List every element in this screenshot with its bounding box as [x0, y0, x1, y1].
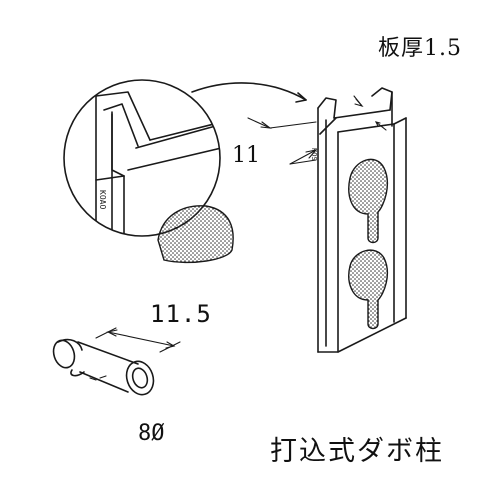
thickness-arrows: [353, 95, 387, 131]
zoom-leader-line: [191, 82, 307, 101]
dowel-length-dimension: [95, 327, 181, 353]
dowel-length-label: 11.5: [150, 300, 212, 328]
caption: 打込式ダボ柱: [270, 436, 444, 467]
dowel-diameter-label: 8Ø: [138, 421, 165, 446]
hole-blob-left: [157, 205, 234, 264]
dowel-rail: KOS: [310, 87, 407, 353]
svg-text:KOAO: KOAO: [98, 190, 107, 209]
svg-text:KOS: KOS: [310, 148, 318, 161]
width-label: 11: [232, 143, 260, 168]
keyhole-slot-upper: [348, 158, 388, 244]
keyhole-slot-lower: [348, 249, 388, 330]
dowel-pin: [52, 338, 155, 396]
thickness-label: 板厚1.5: [378, 36, 462, 61]
width-dimension: [247, 117, 318, 165]
